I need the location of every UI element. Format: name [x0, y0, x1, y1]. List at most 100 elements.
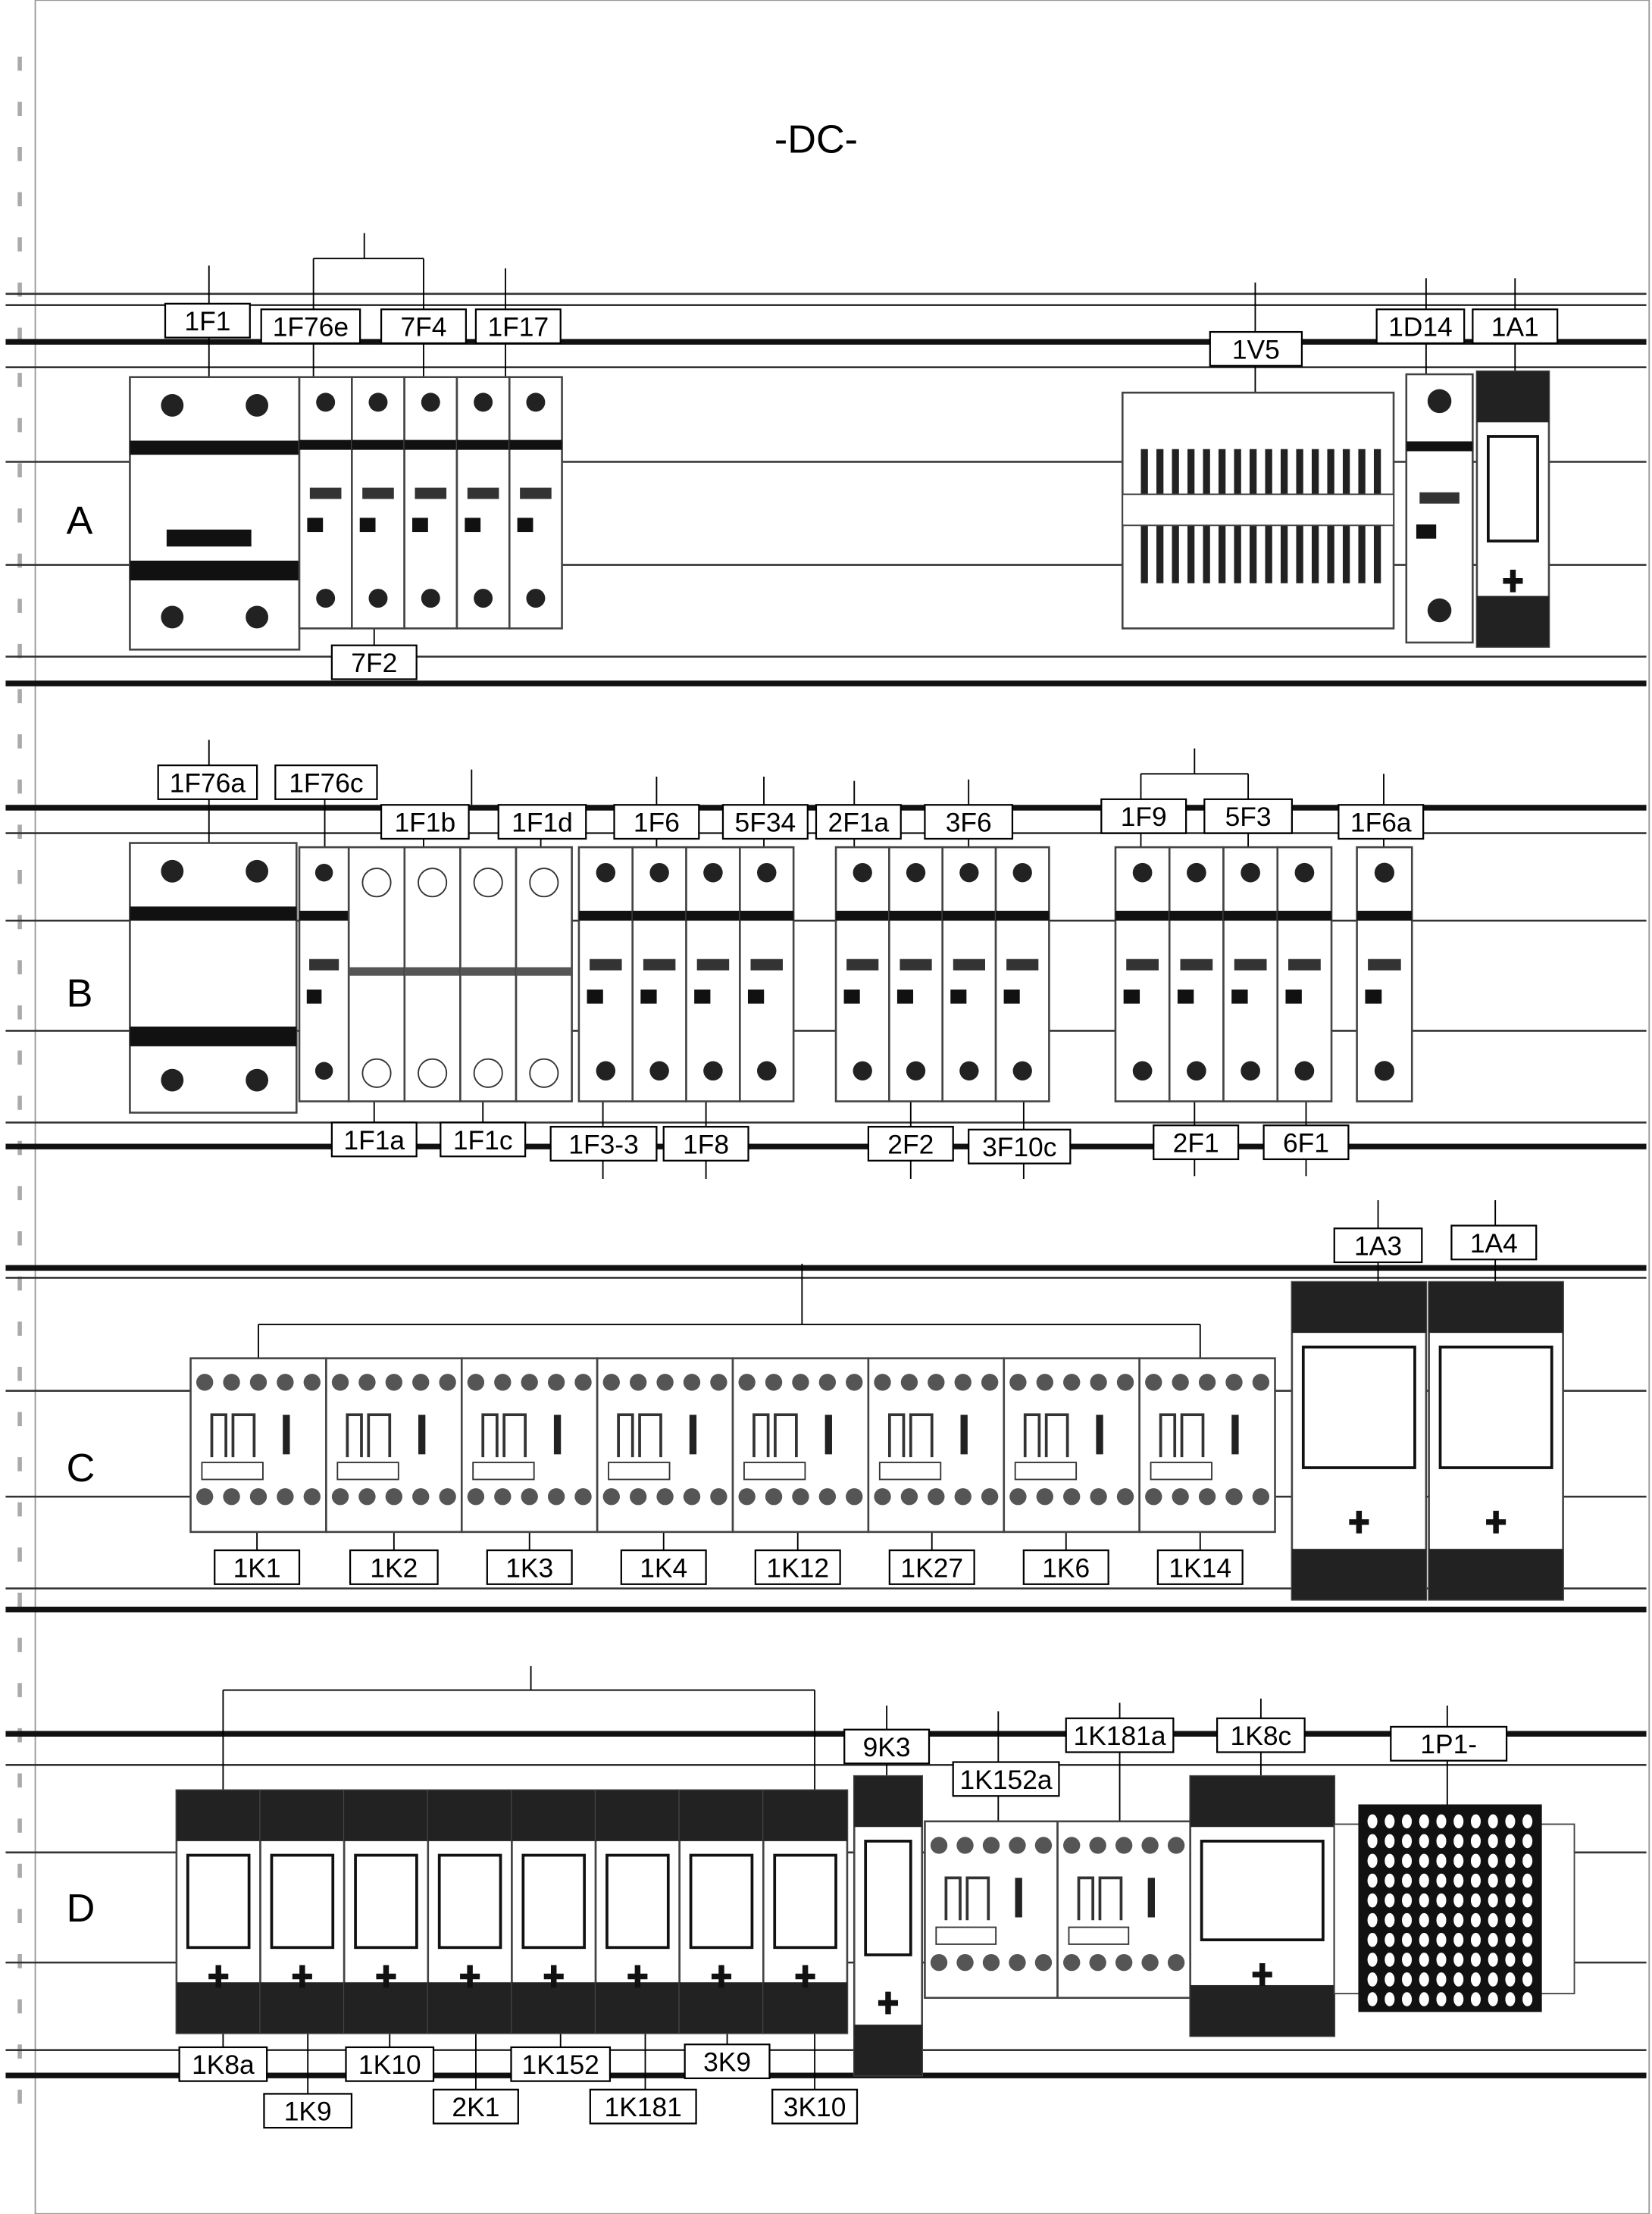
device-label-1K152[interactable]: 1K152 [510, 2046, 612, 2082]
device-label-text: 1K152 [522, 2050, 599, 2080]
device-label-1D14[interactable]: 1D14 [1375, 308, 1466, 345]
mcb-2F1a-3F6 [941, 846, 997, 1102]
device-label-7F4[interactable]: 7F4 [380, 308, 467, 345]
device-label-1K27[interactable]: 1K27 [888, 1549, 975, 1585]
device-label-text: 1F1 [184, 306, 230, 336]
device-label-1F1c[interactable]: 1F1c [440, 1121, 527, 1158]
mcb-2F1a-3F6 [834, 846, 890, 1102]
device-label-1F6[interactable]: 1F6 [613, 804, 700, 840]
device-label-1K8a[interactable]: 1K8a [178, 2046, 268, 2082]
device-label-1A1[interactable]: 1A1 [1472, 308, 1559, 345]
device-label-1K181[interactable]: 1K181 [589, 2088, 697, 2125]
device-label-text: 1F6 [634, 808, 680, 838]
device-label-text: 1F76a [170, 768, 246, 798]
mcb-2F1a-3F6 [888, 846, 944, 1102]
device-1F1b-1F1d [403, 846, 461, 1102]
device-label-1F8[interactable]: 1F8 [662, 1125, 749, 1162]
device-label-text: 5F3 [1225, 802, 1272, 832]
device-label-text: 1F8 [683, 1129, 729, 1159]
device-label-text: 1K8a [192, 2050, 255, 2080]
device-label-1K4[interactable]: 1K4 [620, 1549, 707, 1585]
device-label-3F10c[interactable]: 3F10c [968, 1128, 1072, 1165]
device-label-1A3[interactable]: 1A3 [1333, 1227, 1423, 1264]
device-label-text: 1F76c [289, 768, 363, 798]
device-label-2K1[interactable]: 2K1 [432, 2088, 519, 2125]
device-1A1 [1475, 370, 1550, 648]
device-label-6F1[interactable]: 6F1 [1262, 1124, 1350, 1161]
relay-1K8a-3K10 [343, 1789, 430, 2034]
row-letter-c: C [67, 1446, 95, 1490]
device-label-1F1b[interactable]: 1F1b [380, 804, 470, 840]
device-label-1V5[interactable]: 1V5 [1209, 330, 1303, 367]
device-label-3F6[interactable]: 3F6 [924, 804, 1014, 840]
device-label-1F1[interactable]: 1F1 [164, 302, 251, 339]
device-label-text: 3K9 [703, 2047, 751, 2077]
mcb-1F9-5F3 [1168, 846, 1225, 1102]
device-label-1K14[interactable]: 1K14 [1156, 1549, 1244, 1585]
relay-1K8a-3K10 [678, 1789, 765, 2034]
device-label-text: 1K152a [960, 1765, 1053, 1795]
device-label-1F33[interactable]: 1F3-3 [549, 1125, 658, 1162]
device-label-3K10[interactable]: 3K10 [771, 2088, 859, 2125]
device-label-text: 6F1 [1283, 1128, 1329, 1159]
device-label-1K6[interactable]: 1K6 [1022, 1549, 1109, 1585]
device-label-1K9[interactable]: 1K9 [263, 2093, 353, 2129]
device-label-text: 1K27 [900, 1553, 963, 1583]
device-label-1F76c[interactable]: 1F76c [274, 764, 378, 800]
device-label-1K12[interactable]: 1K12 [754, 1549, 841, 1585]
device-label-text: 1K1 [233, 1553, 281, 1583]
contactor-1K [596, 1357, 734, 1534]
device-label-text: 1F1d [512, 808, 573, 838]
row-letter-b: B [67, 972, 93, 1016]
device-label-1F76e[interactable]: 1F76e [260, 308, 361, 345]
device-label-3K9[interactable]: 3K9 [684, 2044, 771, 2080]
device-label-1F76a[interactable]: 1F76a [157, 764, 258, 800]
device-label-9K3[interactable]: 9K3 [843, 1728, 931, 1765]
mcb-1F9-5F3 [1222, 846, 1279, 1102]
device-label-text: 1K4 [640, 1553, 687, 1583]
mcb-2F1a-3F6 [994, 846, 1050, 1102]
device-label-1K1[interactable]: 1K1 [214, 1549, 301, 1585]
device-label-1K3[interactable]: 1K3 [486, 1549, 573, 1585]
device-label-5F3[interactable]: 5F3 [1203, 798, 1293, 834]
device-label-2F2[interactable]: 2F2 [867, 1125, 954, 1162]
leader-lines [208, 233, 1516, 2094]
device-label-1K152a[interactable]: 1K152a [952, 1761, 1060, 1797]
contactor-1K152a-1K181a [1056, 1820, 1192, 2000]
device-label-1F6a[interactable]: 1F6a [1338, 804, 1425, 840]
device-label-1K8c[interactable]: 1K8c [1216, 1717, 1306, 1753]
device-label-1P1[interactable]: 1P1- [1390, 1725, 1508, 1762]
contactor-1K [867, 1357, 1006, 1534]
device-label-text: 2F1 [1173, 1128, 1219, 1159]
device-label-1K10[interactable]: 1K10 [345, 2046, 435, 2082]
device-label-1F17[interactable]: 1F17 [474, 308, 562, 345]
device-label-text: 1K3 [505, 1553, 553, 1583]
mcb-1F6-5F34 [739, 846, 795, 1102]
device-1D14 [1405, 373, 1474, 644]
device-label-text: 3F10c [982, 1132, 1056, 1162]
device-label-text: 1F17 [487, 312, 549, 342]
device-1K8c [1189, 1775, 1336, 2037]
device-label-5F34[interactable]: 5F34 [721, 804, 809, 840]
device-label-1F9[interactable]: 1F9 [1100, 798, 1187, 834]
device-1F1b-1F1d [515, 846, 573, 1102]
device-label-text: 2K1 [452, 2092, 499, 2122]
device-label-1A4[interactable]: 1A4 [1450, 1224, 1538, 1261]
device-9K3 [853, 1775, 924, 2077]
relay-1K8a-3K10 [175, 1789, 261, 2034]
device-label-text: 1F3-3 [568, 1129, 638, 1159]
mcb-1F6-5F34 [631, 846, 687, 1102]
device-label-1F1d[interactable]: 1F1d [497, 804, 587, 840]
device-1P1 [1333, 1804, 1575, 2012]
device-1V5 [1121, 391, 1395, 630]
device-label-text: 1K9 [284, 2097, 332, 2127]
device-label-7F2[interactable]: 7F2 [330, 644, 418, 680]
device-label-2F1[interactable]: 2F1 [1153, 1124, 1240, 1161]
device-label-text: 1P1- [1420, 1729, 1477, 1759]
device-1F76c [298, 846, 350, 1102]
device-label-1F1a[interactable]: 1F1a [330, 1121, 418, 1158]
device-label-1K2[interactable]: 1K2 [349, 1549, 439, 1585]
device-label-1K181a[interactable]: 1K181a [1065, 1717, 1175, 1753]
device-label-2F1a[interactable]: 2F1a [815, 804, 902, 840]
